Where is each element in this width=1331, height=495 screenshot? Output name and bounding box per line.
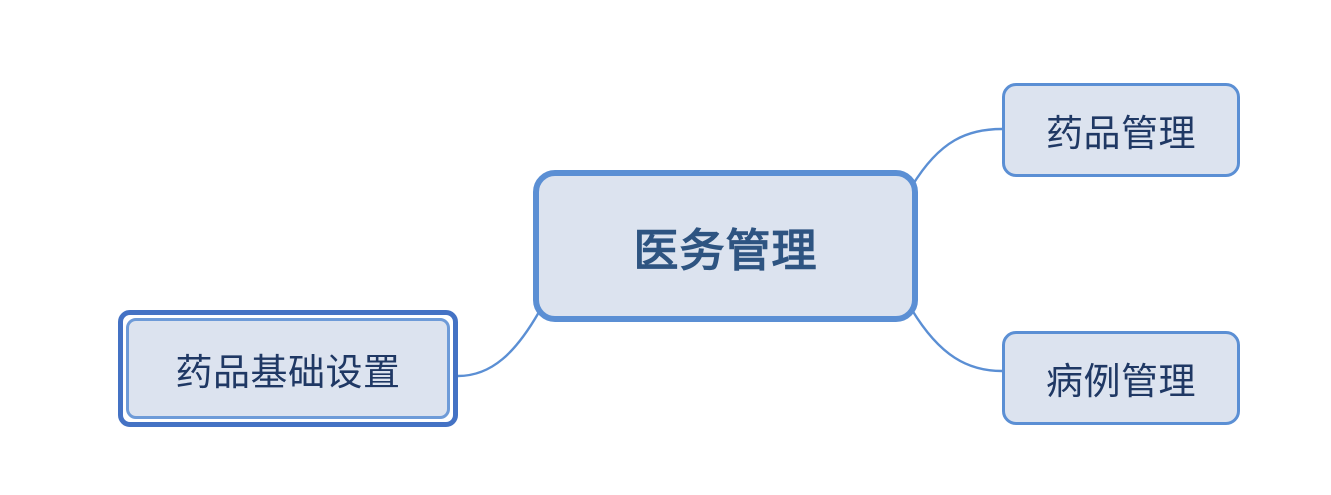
mindmap-node-case-management[interactable]: 病例管理 xyxy=(1002,331,1240,425)
connector-root-to-drug-management xyxy=(910,127,1004,188)
mindmap-node-root[interactable]: 医务管理 xyxy=(533,170,918,322)
mindmap-node-case-management-label: 病例管理 xyxy=(1046,360,1196,403)
mindmap-node-drug-basic-settings-inner: 药品基础设置 xyxy=(126,318,450,419)
mindmap-node-drug-basic-settings-label: 药品基础设置 xyxy=(175,350,401,394)
mindmap-node-drug-basic-settings[interactable]: 药品基础设置 xyxy=(118,310,458,427)
mindmap-node-drug-management-label: 药品管理 xyxy=(1046,112,1196,155)
connector-root-to-case-management xyxy=(910,308,1004,373)
mindmap-node-root-label: 医务管理 xyxy=(633,223,818,277)
mindmap-node-drug-management[interactable]: 药品管理 xyxy=(1002,83,1240,177)
connector-root-to-drug-basic-settings xyxy=(456,310,541,378)
